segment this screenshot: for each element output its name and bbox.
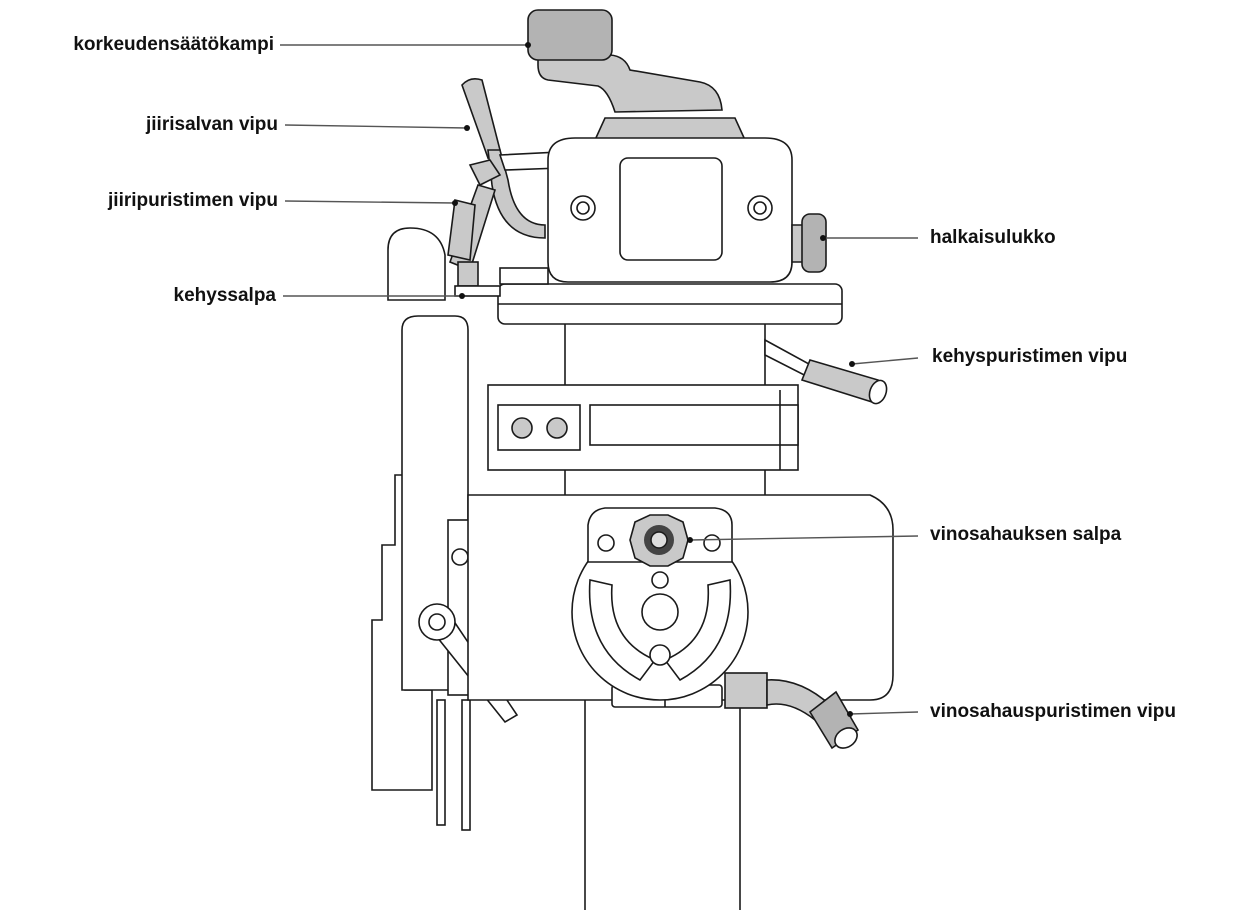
label-frame-clamp-lever: kehyspuristimen vipu: [932, 346, 1128, 367]
frame-clamp-lever: [764, 338, 888, 405]
table-plate: [497, 267, 843, 325]
label-miter-latch-lever: jiirisalvan vipu: [146, 114, 278, 135]
middle-block: [487, 320, 799, 495]
rip-lock: [791, 213, 827, 273]
label-rip-lock: halkaisulukko: [930, 227, 1056, 248]
left-fence: [371, 315, 473, 831]
bevel-scale: [571, 523, 749, 701]
height-crank: [527, 9, 723, 113]
leader-lines: [280, 42, 919, 717]
label-height-crank: korkeudensäätökampi: [73, 34, 274, 55]
label-bevel-clamp-lever: vinosahauspuristimen vipu: [930, 701, 1176, 722]
column: [584, 700, 741, 910]
bevel-clamp-lever: [724, 672, 860, 750]
label-miter-clamp-lever: jiiripuristimen vipu: [108, 190, 278, 211]
miter-levers: [447, 78, 561, 297]
head-housing: [547, 117, 793, 283]
label-frame-latch: kehyssalpa: [173, 285, 276, 306]
bevel-lock-plate: [587, 507, 733, 567]
left-post: [387, 227, 446, 301]
label-bevel-latch: vinosahauksen salpa: [930, 524, 1122, 545]
